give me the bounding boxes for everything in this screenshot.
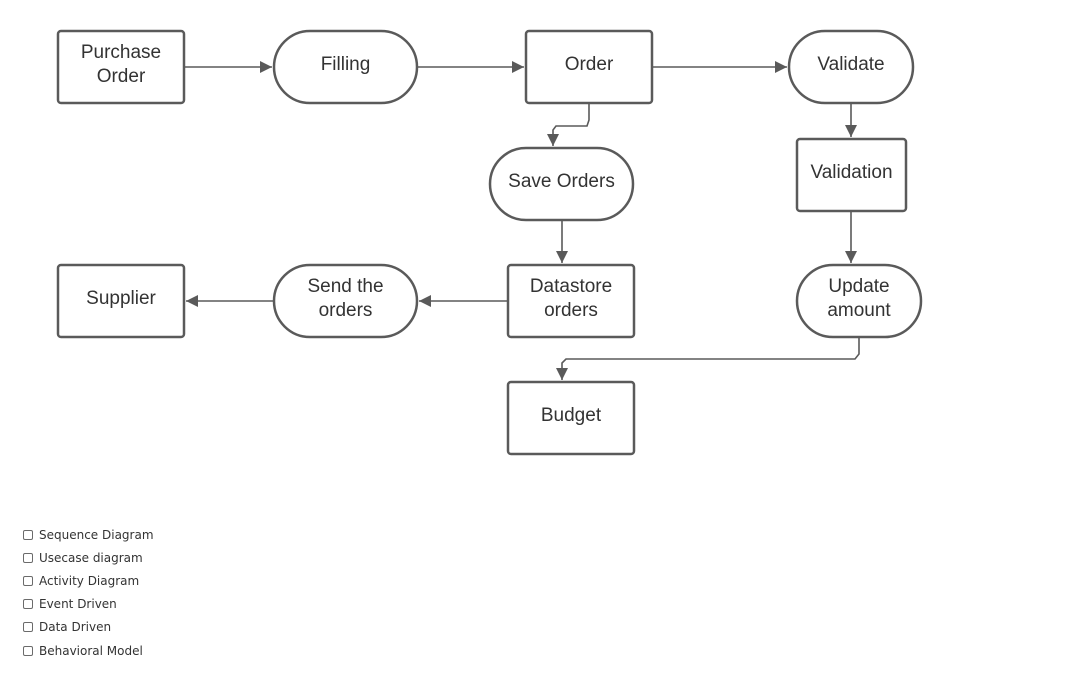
process-shape — [488, 146, 635, 222]
edge-datastore-orders-to-send-the-orders — [419, 295, 507, 307]
node-label: Update — [828, 276, 889, 297]
node-label: Datastore — [530, 276, 612, 297]
checkbox[interactable] — [23, 645, 33, 656]
node-label: orders — [544, 300, 598, 321]
node-label: Save Orders — [508, 171, 615, 192]
box-shape — [506, 263, 636, 339]
node-label: Filling — [321, 54, 371, 75]
option-behavioral-model[interactable]: Behavioral Model — [23, 639, 154, 662]
arrowhead-icon — [260, 61, 272, 73]
option-sequence-diagram[interactable]: Sequence Diagram — [23, 523, 154, 546]
arrowhead-icon — [547, 134, 559, 146]
node-validate: Validate — [787, 29, 915, 105]
edge-filling-to-order — [418, 61, 524, 73]
node-send-the-orders: Send the orders — [272, 263, 419, 339]
edge-validate-to-validation — [845, 104, 857, 137]
arrowhead-icon — [556, 368, 568, 380]
checkbox[interactable] — [23, 622, 33, 633]
process-shape — [272, 29, 419, 105]
node-label: Validate — [817, 54, 884, 75]
edge-update-amount-to-budget — [556, 338, 860, 380]
connector-line — [552, 104, 590, 146]
edge-validation-to-update-amount — [845, 212, 857, 263]
option-label[interactable]: Usecase diagram — [39, 550, 143, 565]
option-label[interactable]: Event Driven — [39, 597, 117, 612]
node-datastore-orders: Datastore orders — [506, 263, 636, 339]
option-usecase-diagram[interactable]: Usecase diagram — [23, 546, 154, 569]
edge-purchase-order-to-filling — [185, 61, 272, 73]
node-label: Send the — [307, 276, 383, 297]
arrowhead-icon — [775, 61, 787, 73]
arrowhead-icon — [419, 295, 431, 307]
checkbox[interactable] — [23, 575, 33, 586]
option-activity-diagram[interactable]: Activity Diagram — [23, 569, 154, 592]
checkbox[interactable] — [23, 599, 33, 610]
node-label: amount — [827, 300, 891, 321]
node-filling: Filling — [272, 29, 419, 105]
diagram-type-options: Sequence Diagram Usecase diagram Activit… — [23, 523, 154, 662]
node-label: Purchase — [81, 42, 161, 63]
option-label[interactable]: Behavioral Model — [39, 643, 143, 658]
box-shape — [56, 263, 186, 339]
checkbox[interactable] — [23, 529, 33, 540]
arrowhead-icon — [845, 125, 857, 137]
node-update-amount: Update amount — [795, 263, 923, 339]
option-label[interactable]: Activity Diagram — [39, 573, 140, 588]
option-label[interactable]: Data Driven — [39, 620, 112, 635]
node-label: Budget — [541, 405, 602, 426]
arrowhead-icon — [186, 295, 198, 307]
node-label: Supplier — [86, 288, 156, 309]
node-label: Validation — [810, 162, 892, 183]
option-data-driven[interactable]: Data Driven — [23, 616, 154, 639]
node-order: Order — [524, 29, 654, 105]
box-shape — [506, 380, 636, 456]
edge-send-the-orders-to-supplier — [186, 295, 273, 307]
node-label: orders — [319, 300, 373, 321]
arrowhead-icon — [512, 61, 524, 73]
process-shape — [272, 263, 419, 339]
edge-order-to-save-orders — [547, 104, 590, 146]
arrowhead-icon — [556, 251, 568, 263]
process-shape — [787, 29, 915, 105]
box-shape — [795, 137, 908, 213]
node-save-orders: Save Orders — [488, 146, 635, 222]
node-validation: Validation — [795, 137, 908, 213]
edge-save-orders-to-datastore-orders — [556, 221, 568, 263]
edge-order-to-validate — [653, 61, 787, 73]
arrowhead-icon — [845, 251, 857, 263]
option-event-driven[interactable]: Event Driven — [23, 593, 154, 616]
node-label: Order — [97, 66, 146, 87]
box-shape — [56, 29, 186, 105]
node-label: Order — [565, 54, 614, 75]
node-budget: Budget — [506, 380, 636, 456]
node-supplier: Supplier — [56, 263, 186, 339]
connector-line — [561, 338, 860, 380]
checkbox[interactable] — [23, 552, 33, 563]
box-shape — [524, 29, 654, 105]
option-label[interactable]: Sequence Diagram — [39, 527, 154, 542]
process-shape — [795, 263, 923, 339]
